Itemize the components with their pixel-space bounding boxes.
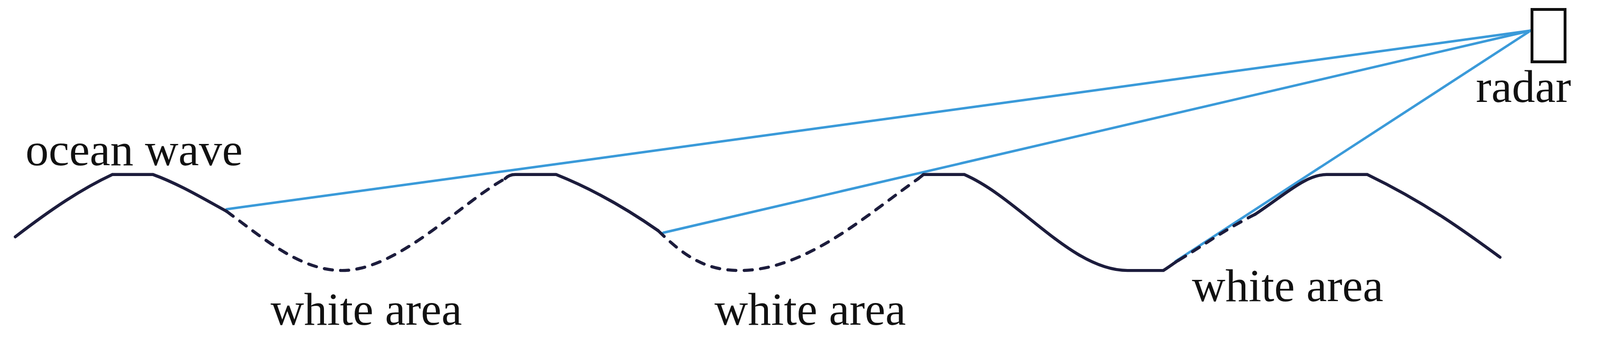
radar-label: radar [1473,63,1574,110]
wave-label: ocean wave [25,126,243,173]
area-label: white area [270,286,462,333]
wave-shadow [226,178,506,271]
wave-shadow [1178,214,1256,261]
wave-lit [15,174,227,238]
area-label: white area [1191,262,1384,309]
wave-lit [505,174,659,231]
radar-box [1530,8,1567,64]
wave-shadow [658,178,919,271]
wave-lit [1255,174,1501,258]
wave-lit [918,174,1179,271]
radar-beam [663,30,1531,233]
radar-node: radar [1473,8,1574,110]
area-label: white area [714,286,906,333]
